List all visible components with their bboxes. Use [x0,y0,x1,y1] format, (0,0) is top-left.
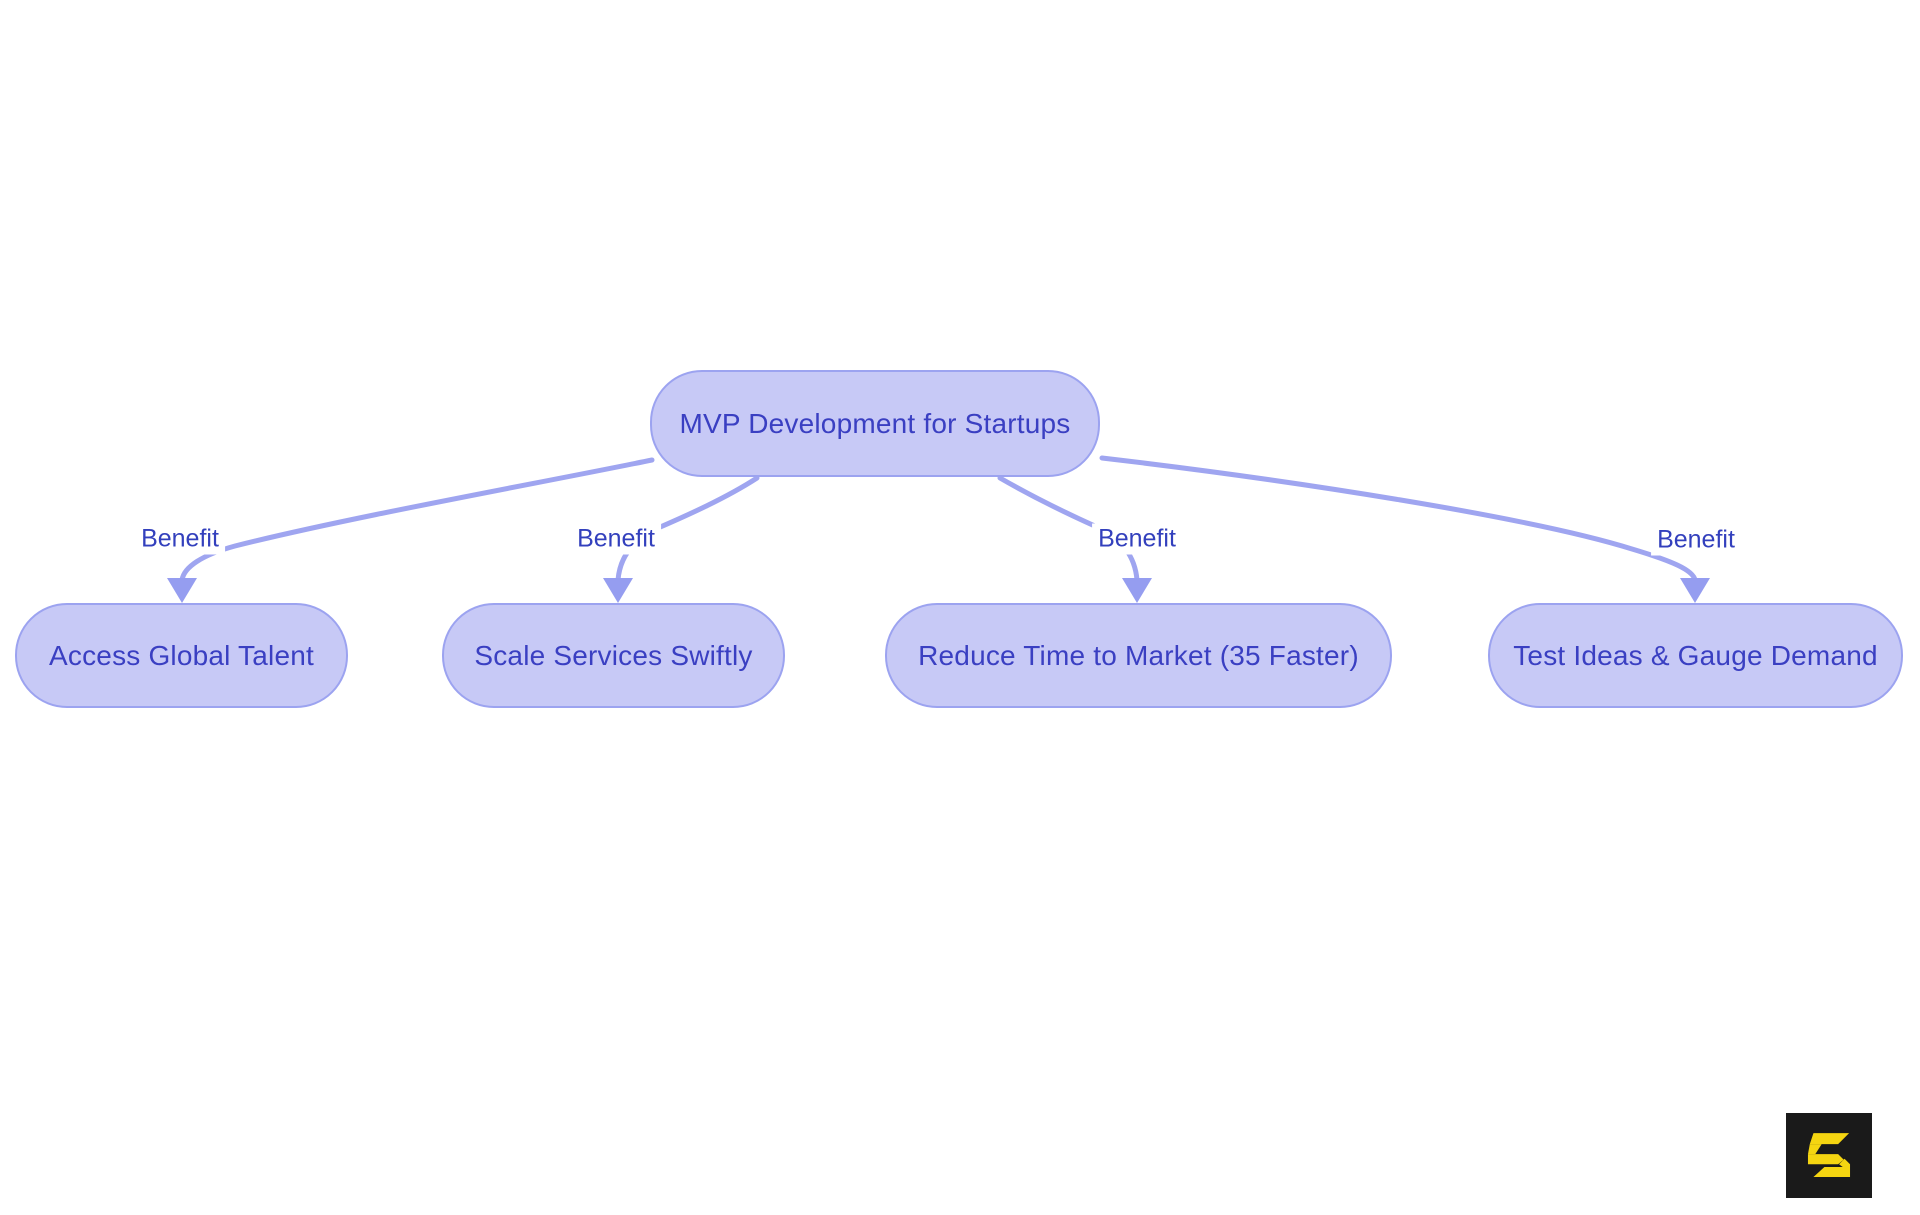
edge-label-benefit-2: Benefit [571,523,661,555]
arrowhead-b1 [167,578,197,603]
node-test-ideas-gauge-demand: Test Ideas & Gauge Demand [1488,603,1903,708]
node-reduce-time-to-market: Reduce Time to Market (35 Faster) [885,603,1392,708]
edge-label-benefit-3: Benefit [1092,523,1182,555]
edge-label-benefit-1: Benefit [135,523,225,555]
node-mvp-development: MVP Development for Startups [650,370,1100,477]
arrowhead-b4 [1680,578,1710,603]
s-logo-icon [1807,1132,1851,1177]
node-scale-services-swiftly: Scale Services Swiftly [442,603,785,708]
edge-label-benefit-4: Benefit [1651,524,1741,556]
arrowhead-b2 [603,578,633,603]
arrowhead-b3 [1122,578,1152,603]
edge-root-b4 [1099,455,1698,583]
node-access-global-talent: Access Global Talent [15,603,348,708]
logo-badge [1786,1113,1872,1198]
edge-root-b1 [179,457,655,583]
